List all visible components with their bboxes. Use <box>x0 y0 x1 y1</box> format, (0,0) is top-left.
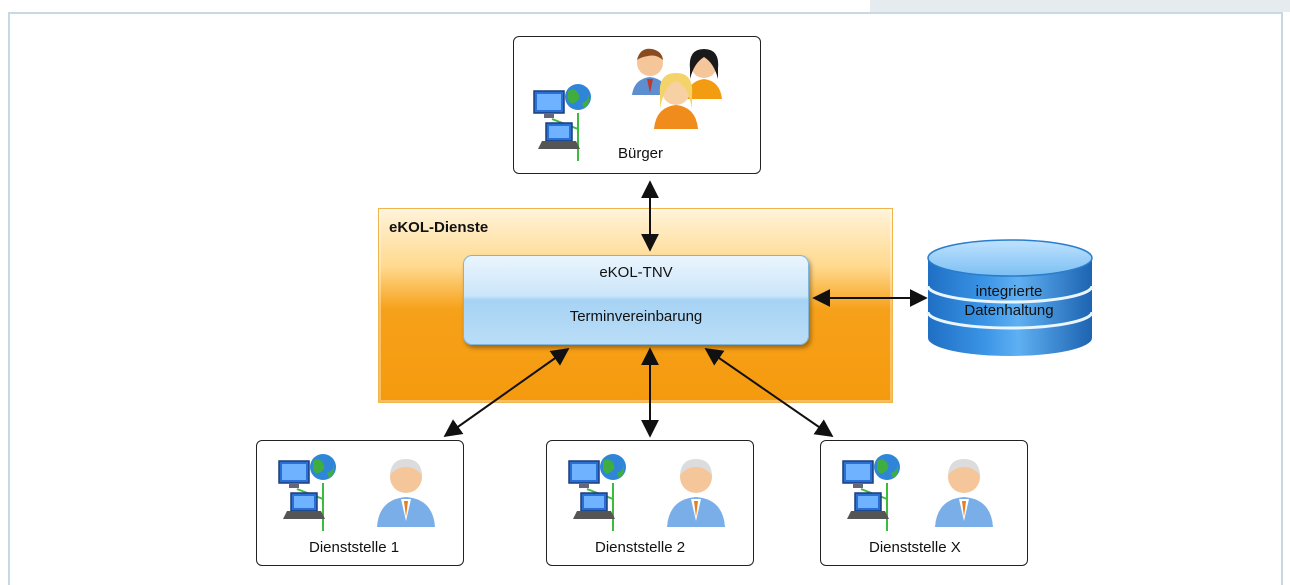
office-node-1: Dienststelle 1 <box>256 440 464 566</box>
service-subtitle: Terminvereinbarung <box>569 308 703 325</box>
database-label-line2: Datenhaltung <box>964 302 1054 319</box>
office-label-1: Dienststelle 1 <box>309 539 400 556</box>
database-label: integrierte Datenhaltung <box>928 282 1090 320</box>
office-worker-icon <box>377 459 435 527</box>
arrow-service-office-x <box>704 347 834 438</box>
buerger-label: Bürger <box>618 145 664 162</box>
service-title: eKOL-TNV <box>599 264 673 281</box>
office-label-x: Dienststelle X <box>869 539 961 556</box>
computer-network-icon <box>278 454 336 531</box>
computer-network-icon <box>568 454 626 531</box>
diagram-frame <box>8 12 1283 585</box>
arrow-service-office-1 <box>443 347 570 438</box>
database-icon <box>926 239 1094 356</box>
office-label-2: Dienststelle 2 <box>595 539 686 556</box>
computer-network-icon <box>842 454 900 531</box>
office-worker-icon <box>935 459 993 527</box>
office-node-2: Dienststelle 2 <box>546 440 754 566</box>
group-title: eKOL-Dienste <box>389 219 489 236</box>
office-worker-icon <box>667 459 725 527</box>
office-node-x: Dienststelle X <box>820 440 1028 566</box>
buerger-node: Bürger <box>513 36 761 174</box>
corner-tab <box>870 0 1290 12</box>
database-label-line1: integrierte <box>975 283 1043 300</box>
ekol-tnv-service-box: eKOL-TNV Terminvereinbarung <box>463 255 809 345</box>
citizens-group-icon <box>632 48 722 129</box>
computer-network-icon <box>533 84 591 161</box>
